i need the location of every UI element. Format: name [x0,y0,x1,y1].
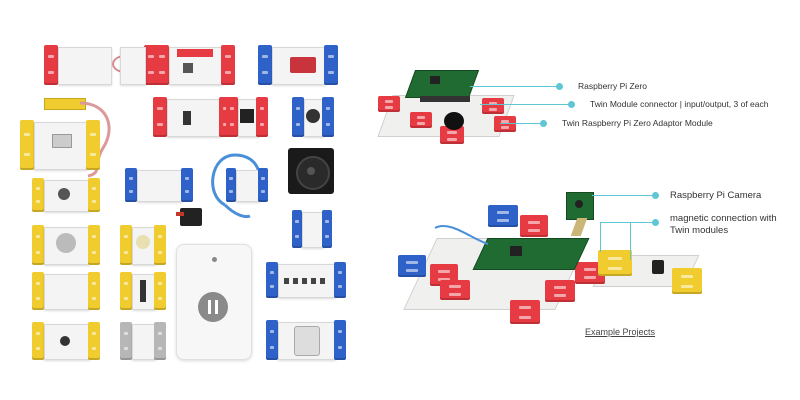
cable-icon [79,101,111,178]
module-yellow-knob [32,225,100,265]
callout-raspberry-pi-zero: Raspberry Pi Zero [578,81,647,91]
module-grey-power [120,322,166,360]
module-red-switch [155,45,235,85]
module-yellow-slider [120,272,166,310]
module-blue-display [258,45,338,85]
module-blue-connector [292,210,332,248]
battery-module [176,244,252,360]
example-projects-link[interactable]: Example Projects [585,327,656,337]
module-blue-buzzer [292,97,334,137]
module-red-chip [226,97,268,137]
cable-icon-2 [434,225,489,245]
seven-segment-icon [290,57,316,73]
callout-raspberry-pi-camera: Raspberry Pi Camera [670,190,762,201]
module-blue-motor [266,320,346,360]
callout-adaptor-module: Twin Raspberry Pi Zero Adaptor Module [562,118,713,128]
pause-icon [198,292,228,322]
module-blue-bargraph [266,262,346,298]
module-blue-mini [226,168,268,202]
module-red-touch [44,45,158,85]
module-yellow-button [120,225,166,265]
servo-icon [180,208,202,226]
fan-icon [288,148,334,194]
module-yellow-light [32,178,100,212]
module-blue-servo-board [125,168,193,202]
callout-magnetic-line2: Twin modules [670,225,729,236]
module-yellow-pressure [32,272,100,310]
callout-twin-module-connector: Twin Module connector | input/output, 3 … [590,99,769,109]
callout-magnetic-line1: magnetic connection with [670,213,777,224]
module-yellow-sensor [20,120,100,170]
module-yellow-mic [32,322,100,360]
module-red-led [153,97,233,137]
